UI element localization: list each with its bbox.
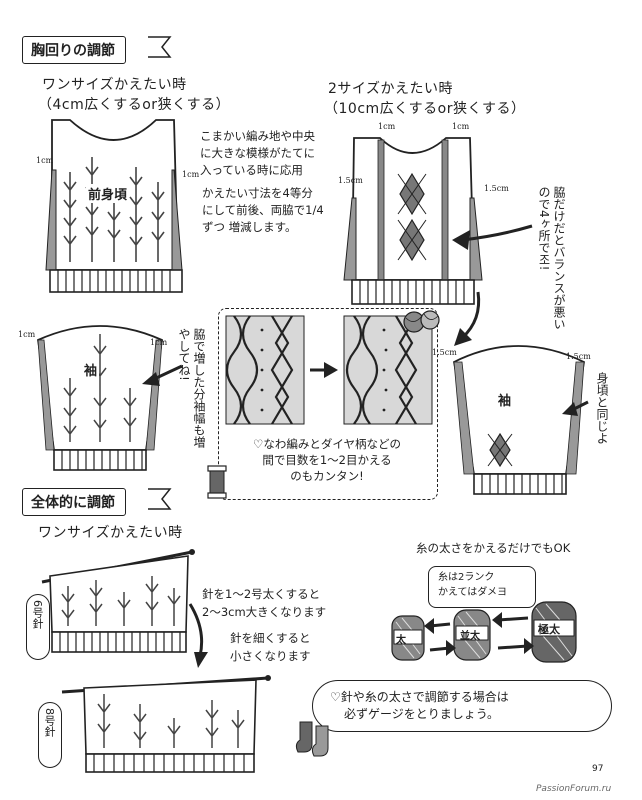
front-body-vest-illustration xyxy=(45,119,183,293)
banner-flag-icon-2 xyxy=(148,488,172,510)
knit-swatch-6-illustration xyxy=(41,549,195,653)
needle-note-1-line-2: 2〜3cm大きくなります xyxy=(202,605,327,619)
left-sleeve-dim-right: 1cm xyxy=(150,338,168,347)
left-sleeve-dim-left: 1cm xyxy=(18,330,36,339)
yarn-label-medium: 並太 xyxy=(460,631,480,642)
down-arrow-icon xyxy=(188,603,208,668)
needle-note-1-line-1: 針を1〜2号太くすると xyxy=(202,587,321,601)
right-side-note: 脇だけだとバランスが悪いので4ヶ所で조! xyxy=(537,186,566,330)
front-body-label: 前身頃 xyxy=(86,184,130,203)
knit-swatch-8-illustration xyxy=(61,675,271,773)
right-sleeve-dim-right: 1.5cm xyxy=(566,352,591,361)
left-note-line-2: に大きな模様がたてに xyxy=(200,146,315,160)
right-sleeve-illustration xyxy=(452,345,585,495)
left-instr-line-1: かえたい寸法を4等分 xyxy=(202,186,313,200)
needle-6-badge xyxy=(26,594,50,660)
left-instr-line-3: ずつ 増減します。 xyxy=(202,220,297,234)
yarn-label-thick: 太 xyxy=(396,635,406,646)
left-sleeve-label: 袖 xyxy=(82,360,100,379)
needle-note-2-line-1: 針を細くすると xyxy=(230,631,311,645)
left-sleeve-illustration xyxy=(37,325,163,471)
left-dim-right: 1cm xyxy=(182,170,200,179)
section2-title-text: 全体的に調節 xyxy=(31,495,115,511)
gauge-note: ♡針や糸の太さで調節する場合は 必ずゲージをとりましょう。 xyxy=(330,689,509,723)
right-sleeve-arrow-icon xyxy=(562,400,589,416)
right-dim-side-left: 1.5cm xyxy=(338,176,363,185)
front-body-argyle-illustration xyxy=(343,137,483,305)
yarn-warning-line-1: 糸は2ランク xyxy=(438,572,495,583)
yarn-warning-line-2: かえてはダメヨ xyxy=(438,587,507,598)
left-dim-left: 1cm xyxy=(36,156,54,165)
left-instr-line-2: にして前後、両脇で1/4 xyxy=(202,203,324,217)
pointer-arrow-icon xyxy=(452,224,533,250)
right-dim-side-right: 1.5cm xyxy=(484,184,509,193)
needle-6-label: 6号針 xyxy=(31,600,44,629)
cable-note-line-2: 間で目数を1〜2目かえる xyxy=(262,453,392,467)
left-sleeve-note: 脇で増した分袖幅も増やしてね! xyxy=(177,328,206,448)
section2-heading: ワンサイズかえたい時 xyxy=(38,525,183,541)
section2-title: 全体的に調節 xyxy=(22,488,126,516)
right-sleeve-dim-left: 1.5cm xyxy=(432,348,457,357)
spool-icon xyxy=(207,465,227,499)
curve-arrow-icon xyxy=(454,291,481,346)
yarn-warning: 糸は2ランク かえてはダメヨ xyxy=(438,570,507,600)
needle-8-badge xyxy=(38,702,62,768)
right-dim-top-right: 1cm xyxy=(452,122,470,131)
right-heading-2: （10cm広くするor狭くする） xyxy=(324,101,526,117)
left-note-line-3: 入っている時に応用 xyxy=(200,163,303,177)
gauge-note-box xyxy=(312,680,612,732)
cable-note: ♡なわ編みとダイヤ柄などの 間で目数を1〜2目かえる のもカンタン! xyxy=(222,436,432,484)
right-heading-1: 2サイズかえたい時 xyxy=(328,81,453,97)
needle-note-2-line-2: 小さくなります xyxy=(230,649,311,663)
yarn-note: 糸の太さをかえるだけでもOK xyxy=(416,541,571,555)
banner-flag-icon xyxy=(148,36,172,58)
needle-8-label: 8号針 xyxy=(43,708,56,737)
cable-note-line-3: のもカンタン! xyxy=(290,469,364,483)
gauge-note-line-2: 必ずゲージをとりましょう。 xyxy=(344,707,500,721)
gauge-note-line-1: ♡針や糸の太さで調節する場合は xyxy=(330,690,509,704)
cable-swatch-illustration xyxy=(225,315,433,425)
left-note-line-1: こまかい編み地や中央 xyxy=(200,129,315,143)
yarn-warning-box xyxy=(428,566,536,608)
sleeve-arrow-icon xyxy=(142,364,183,386)
right-dim-top-left: 1cm xyxy=(378,122,396,131)
left-heading-1: ワンサイズかえたい時 xyxy=(42,77,187,93)
yarn-skeins-illustration xyxy=(391,601,577,663)
socks-icon xyxy=(295,721,329,757)
cable-note-line-1: ♡なわ編みとダイヤ柄などの xyxy=(253,437,401,451)
left-heading-2: （4cm広くするor狭くする） xyxy=(38,97,231,113)
yarn-label-extra-thick: 極太 xyxy=(538,623,560,636)
page-number: 97 xyxy=(592,764,604,774)
site-watermark: PassionForum.ru xyxy=(536,784,612,794)
right-sleeve-label: 袖 xyxy=(498,394,512,409)
section1-title-text: 胸回りの調節 xyxy=(31,43,115,59)
yarn-ball-icon xyxy=(403,310,440,333)
cable-panel xyxy=(218,308,438,500)
section1-title: 胸回りの調節 xyxy=(22,36,126,64)
right-sleeve-note: 身頃と同じよ xyxy=(595,372,609,444)
